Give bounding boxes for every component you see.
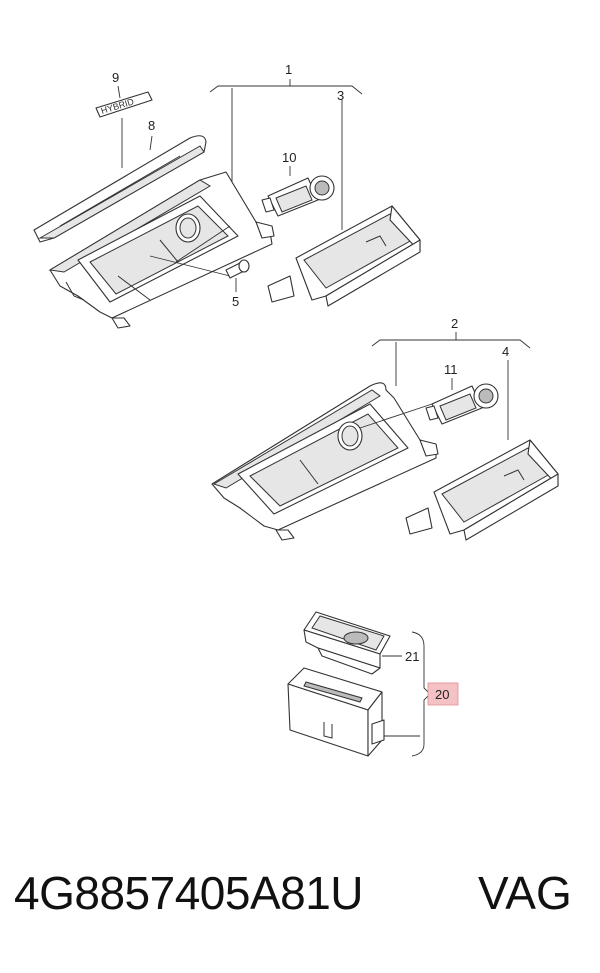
part-number: 4G8857405A81U bbox=[14, 867, 364, 919]
callout-3: 3 bbox=[337, 88, 344, 103]
module-cover bbox=[303, 611, 391, 675]
badge-text: HYBRID bbox=[100, 96, 136, 116]
callout-4: 4 bbox=[502, 344, 509, 359]
upper-console-housing bbox=[48, 171, 275, 329]
callout-2: 2 bbox=[451, 316, 458, 331]
usb-module bbox=[287, 667, 385, 757]
callout-21: 21 bbox=[405, 649, 419, 664]
bracket-2 bbox=[371, 332, 531, 440]
lower-console-housing bbox=[211, 382, 439, 541]
screw bbox=[225, 259, 250, 279]
hybrid-badge: HYBRID bbox=[95, 91, 153, 118]
bracket-1 bbox=[209, 79, 363, 230]
brand-label: VAG bbox=[478, 867, 572, 919]
power-socket-upper bbox=[261, 175, 335, 217]
callout-9: 9 bbox=[112, 70, 119, 85]
callout-1: 1 bbox=[285, 62, 292, 77]
storage-tray-lower bbox=[405, 439, 559, 541]
callout-8: 8 bbox=[148, 118, 155, 133]
callout-5: 5 bbox=[232, 294, 239, 309]
callout-20-highlight bbox=[427, 682, 459, 706]
callout-11: 11 bbox=[444, 362, 458, 377]
callout-10: 10 bbox=[282, 150, 296, 165]
callout-20: 20 bbox=[435, 687, 449, 702]
storage-tray-upper bbox=[267, 205, 421, 307]
trim-strip bbox=[33, 135, 207, 243]
power-socket-lower bbox=[425, 383, 499, 425]
